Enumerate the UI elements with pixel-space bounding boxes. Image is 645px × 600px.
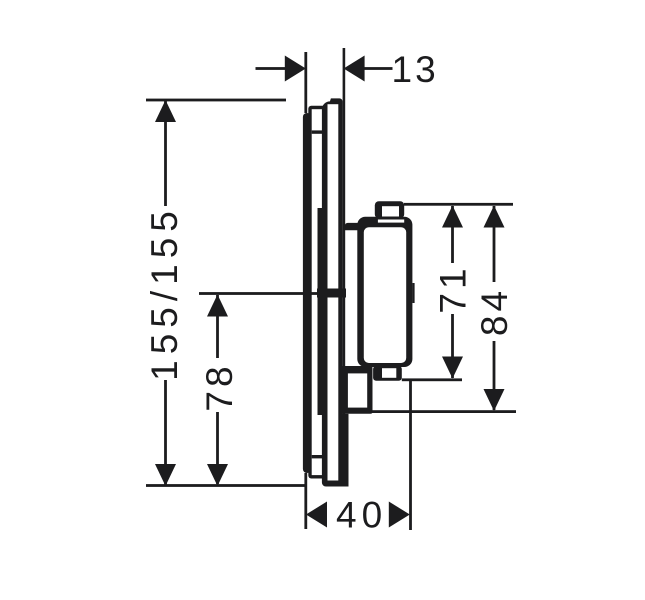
svg-text:71: 71	[433, 264, 474, 313]
svg-text:40: 40	[336, 495, 387, 536]
svg-text:13: 13	[392, 49, 439, 90]
svg-text:78: 78	[199, 362, 240, 411]
svg-text:84: 84	[474, 287, 515, 336]
svg-text:155/155: 155/155	[144, 205, 185, 381]
